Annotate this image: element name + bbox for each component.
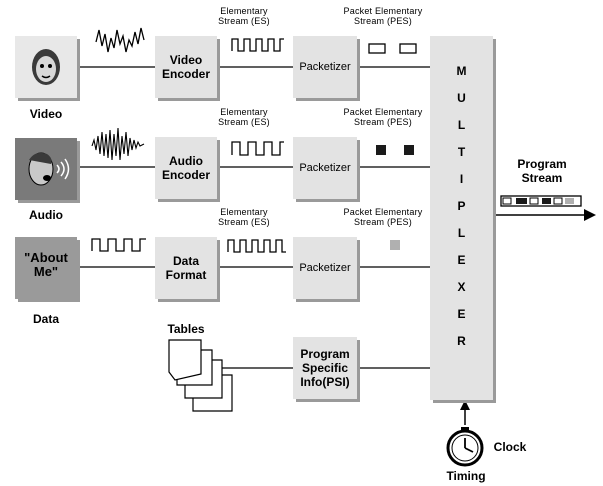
multiplexer-letter: L bbox=[457, 226, 466, 240]
multiplexer-letter: U bbox=[457, 91, 466, 105]
audio-es-signal bbox=[231, 141, 284, 156]
speaker-icon bbox=[28, 152, 70, 186]
timing-label: Timing bbox=[446, 469, 486, 483]
video-source-box bbox=[15, 36, 77, 98]
video-packetizer-label: Packetizer bbox=[299, 61, 351, 73]
data-source-text: "About Me" bbox=[24, 250, 68, 279]
audio-packetizer-label: Packetizer bbox=[299, 162, 351, 174]
audio-pes-packet bbox=[376, 145, 386, 155]
audio-caption: Audio bbox=[29, 208, 63, 222]
data-source-box: "About Me" bbox=[15, 237, 77, 299]
clock-label: Clock bbox=[493, 440, 527, 454]
data-caption: Data bbox=[32, 312, 59, 326]
data-format-box: Data Format bbox=[155, 237, 217, 299]
video-encoder-box: Video Encoder bbox=[155, 36, 217, 98]
video-encoder-label: Video Encoder bbox=[161, 53, 210, 81]
multiplexer-letter: T bbox=[457, 145, 466, 159]
video-packetizer-box: Packetizer bbox=[293, 36, 357, 98]
multiplexer-letter: E bbox=[457, 253, 466, 267]
data-pes-label: Packet Elementary Stream (PES) bbox=[343, 207, 423, 227]
audio-encoder-box: Audio Encoder bbox=[155, 137, 217, 199]
multiplexer-letter: I bbox=[459, 172, 464, 186]
program-stream-bar bbox=[500, 195, 582, 207]
video-es-label: Elementary Stream (ES) bbox=[218, 6, 270, 26]
multiplexer-letter: X bbox=[457, 280, 466, 294]
clock-icon bbox=[446, 427, 484, 467]
psi-box: Program Specific Info(PSI) bbox=[293, 337, 357, 399]
tables-label: Tables bbox=[167, 322, 205, 336]
audio-source-box bbox=[15, 138, 77, 200]
data-digital-signal bbox=[91, 238, 146, 252]
program-stream-label: Program Stream bbox=[517, 157, 567, 185]
psi-label: Program Specific Info(PSI) bbox=[300, 347, 350, 389]
multiplexer-letter: E bbox=[457, 307, 466, 321]
output-arrowhead bbox=[584, 209, 596, 221]
audio-es-label: Elementary Stream (ES) bbox=[218, 107, 270, 127]
multiplexer-letter: L bbox=[457, 118, 466, 132]
video-pes-packet bbox=[368, 43, 386, 54]
audio-packetizer-box: Packetizer bbox=[293, 137, 357, 199]
video-pes-label: Packet Elementary Stream (PES) bbox=[343, 6, 423, 26]
video-analog-signal bbox=[95, 27, 145, 53]
multiplexer-letter: R bbox=[457, 334, 466, 348]
video-pes-packet bbox=[399, 43, 417, 54]
data-pes-packet bbox=[390, 240, 400, 250]
audio-pes-packet bbox=[404, 145, 414, 155]
data-packetizer-box: Packetizer bbox=[293, 237, 357, 299]
video-es-signal bbox=[231, 38, 284, 52]
timing-arrowhead bbox=[460, 400, 470, 410]
multiplexer-letter: M bbox=[456, 64, 467, 78]
data-format-label: Data Format bbox=[165, 254, 207, 282]
data-es-signal bbox=[227, 239, 286, 253]
data-es-label: Elementary Stream (ES) bbox=[218, 207, 270, 227]
audio-pes-label: Packet Elementary Stream (PES) bbox=[343, 107, 423, 127]
video-caption: Video bbox=[29, 107, 63, 121]
multiplexer-letter: P bbox=[457, 199, 466, 213]
audio-analog-signal bbox=[91, 127, 145, 161]
audio-encoder-label: Audio Encoder bbox=[161, 154, 210, 182]
data-packetizer-label: Packetizer bbox=[299, 262, 351, 274]
tables-icon bbox=[168, 339, 233, 412]
face-icon bbox=[32, 49, 60, 85]
